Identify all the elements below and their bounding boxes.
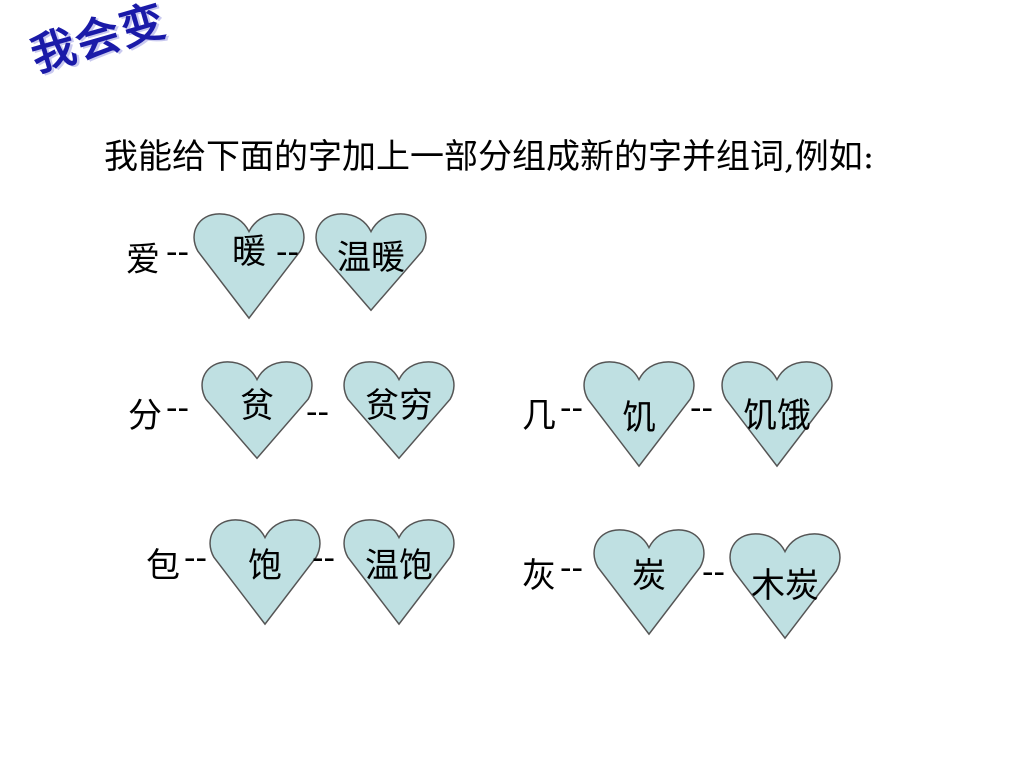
heart-shape: 饥 [580,358,698,470]
heart-word: 贫穷 [365,386,433,426]
heart-word: 木炭 [751,566,819,606]
heart-icon [201,361,313,460]
base-char: 爱 [126,240,160,280]
heart-shape: 木炭 [726,530,844,642]
heart-shape: 温暖 [312,210,430,322]
dash-separator: -- [166,388,189,428]
heart-icon [343,361,455,460]
heart-shape: 暖 [190,210,308,322]
dash-separator: -- [306,392,329,432]
dash-separator: -- [312,538,335,578]
base-char: 几 [522,396,556,436]
heart-icon [721,361,833,468]
dash-separator: -- [560,548,583,588]
heart-word: 温饱 [365,546,433,586]
heart-icon [593,529,705,636]
heart-shape: 贫穷 [340,358,458,470]
heart-shape: 贫 [198,358,316,470]
base-char: 包 [146,546,180,586]
heart-icon [193,213,305,320]
heart-shape: 饥饿 [718,358,836,470]
instruction-text: 我能给下面的字加上一部分组成新的字并组词,例如: [104,137,875,177]
dash-separator: -- [184,538,207,578]
heart-shape: 温饱 [340,516,458,628]
heart-icon [729,533,841,640]
slide-title: 我会变 [25,0,173,83]
dash-separator: -- [702,552,725,592]
dash-separator: -- [166,232,189,272]
heart-shape: 炭 [590,526,708,638]
heart-shape: 饱 [206,516,324,628]
heart-icon [315,213,427,312]
heart-char: 饱 [248,546,282,586]
heart-icon [209,519,321,626]
heart-char: 炭 [632,556,666,596]
heart-char: 暖 [232,232,266,272]
heart-icon [343,519,455,626]
dash-separator: -- [560,388,583,428]
base-char: 分 [128,396,162,436]
dash-separator: -- [690,388,713,428]
dash-separator: -- [276,232,299,272]
heart-word: 温暖 [337,238,405,278]
heart-char: 饥 [622,398,656,438]
heart-icon [583,361,695,468]
base-char: 灰 [522,556,556,596]
heart-char: 贫 [240,386,274,426]
heart-word: 饥饿 [743,396,811,436]
